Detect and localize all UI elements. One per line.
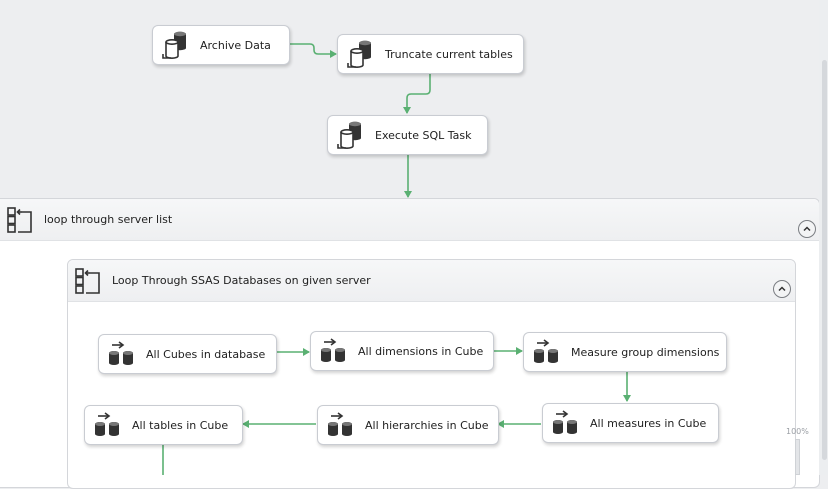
task-label: All dimensions in Cube <box>358 344 484 358</box>
task-label: All measures in Cube <box>590 416 707 430</box>
task-all-dimensions-in-cube[interactable]: All dimensions in Cube <box>310 331 494 371</box>
collapse-button[interactable] <box>773 280 791 298</box>
dataflow-task-icon <box>324 410 358 440</box>
collapse-button[interactable] <box>798 220 816 238</box>
connector-truncate-to-execute <box>403 73 431 114</box>
task-measure-group-dimensions[interactable]: Measure group dimensions <box>523 332 727 372</box>
container-header[interactable]: Loop Through SSAS Databases on given ser… <box>68 260 795 302</box>
dataflow-task-icon <box>549 408 583 438</box>
task-all-hierarchies-in-cube[interactable]: All hierarchies in Cube <box>317 405 499 445</box>
dataflow-task-icon <box>530 337 564 367</box>
zoom-level: 100% <box>786 427 809 436</box>
dataflow-task-icon <box>91 410 125 440</box>
zoom-slider[interactable] <box>795 439 800 475</box>
foreach-loop-icon <box>73 266 103 296</box>
task-label: All Cubes in database <box>146 347 266 361</box>
chevron-up-icon <box>778 286 786 292</box>
connector-archive-to-truncate <box>289 43 337 58</box>
dataflow-task-icon <box>105 339 139 369</box>
task-archive-data[interactable]: Archive Data <box>152 25 290 65</box>
container-title: Loop Through SSAS Databases on given ser… <box>112 274 371 287</box>
container-header[interactable]: loop through server list <box>0 199 819 241</box>
task-label: Measure group dimensions <box>571 345 720 359</box>
zoom-control[interactable]: 100% <box>786 427 812 475</box>
task-label: All hierarchies in Cube <box>365 418 489 432</box>
dataflow-task-icon <box>317 336 351 366</box>
foreach-container-ssas-databases[interactable]: Loop Through SSAS Databases on given ser… <box>67 259 796 489</box>
sql-task-icon <box>159 30 193 60</box>
scrollbar-thumb[interactable] <box>822 60 827 460</box>
task-label: Truncate current tables <box>385 47 513 61</box>
sql-task-icon <box>334 120 368 150</box>
task-all-tables-in-cube[interactable]: All tables in Cube <box>84 405 243 445</box>
chevron-up-icon <box>803 226 811 232</box>
task-execute-sql[interactable]: Execute SQL Task <box>327 115 488 155</box>
task-label: Archive Data <box>200 38 271 52</box>
task-label: Execute SQL Task <box>375 128 472 142</box>
task-truncate-current-tables[interactable]: Truncate current tables <box>337 34 524 74</box>
task-label: All tables in Cube <box>132 418 229 432</box>
task-all-cubes-in-database[interactable]: All Cubes in database <box>98 334 277 374</box>
sql-task-icon <box>344 39 378 69</box>
task-all-measures-in-cube[interactable]: All measures in Cube <box>542 403 719 443</box>
container-title: loop through server list <box>44 213 173 226</box>
foreach-loop-icon <box>5 205 35 235</box>
